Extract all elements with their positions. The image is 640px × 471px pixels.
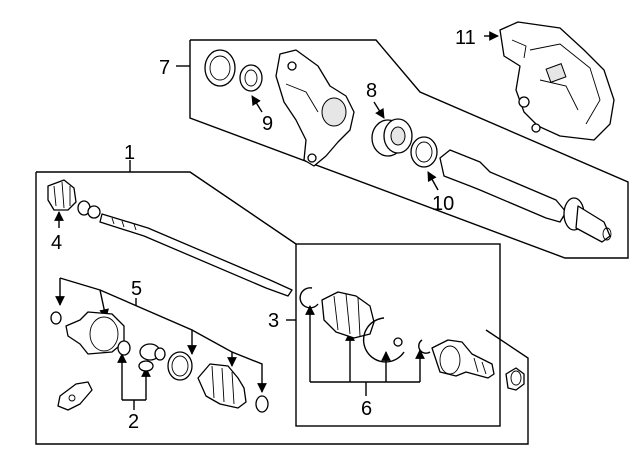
long-shaft-part <box>99 213 293 297</box>
intermediate-shaft-part <box>439 149 612 243</box>
outer-cv-joint-part <box>431 339 495 379</box>
group-1-outline <box>35 160 529 445</box>
outer-boot-part <box>321 291 375 339</box>
boot-band-part <box>362 317 405 363</box>
callout-3: 3 <box>268 310 279 332</box>
outer-joint-group <box>299 287 495 379</box>
intermediate-shaft-group <box>204 49 612 243</box>
dust-seal-part <box>239 64 263 92</box>
callout-6: 6 <box>361 398 372 420</box>
damper-weight-part <box>57 381 93 411</box>
snap-ring-part <box>410 136 438 168</box>
group-7-outline <box>176 39 629 259</box>
boot-clamp-small-part <box>77 200 101 219</box>
callout-7: 7 <box>159 57 170 79</box>
heat-shield-part <box>499 21 615 141</box>
halfshaft-group <box>47 179 293 413</box>
callout-labels: 1 2 3 4 5 6 7 8 9 10 11 <box>51 27 476 433</box>
inner-boot-part <box>197 363 247 409</box>
outer-joint-housing-part <box>65 311 125 355</box>
circlip-part <box>418 339 431 354</box>
dust-boot-part <box>47 179 77 211</box>
boot-clamp-end-part <box>255 395 269 413</box>
large-seal-part <box>204 49 236 87</box>
support-bearing-part <box>371 118 413 157</box>
boot-clamp-large-part <box>167 351 193 381</box>
callout-10: 10 <box>432 193 454 215</box>
callout-8: 8 <box>366 80 377 102</box>
callout-11: 11 <box>455 27 476 49</box>
callout-2: 2 <box>128 411 139 433</box>
callout-9: 9 <box>262 113 273 135</box>
tripod-joint-part <box>138 343 166 372</box>
snap-ring-group3-part <box>299 287 319 309</box>
bearing-bracket-part <box>275 49 355 167</box>
dust-cap-part <box>505 367 525 391</box>
callout-5: 5 <box>131 278 142 300</box>
retaining-ring-part <box>117 340 131 356</box>
leader-lines <box>54 31 499 410</box>
snap-ring-small-part <box>50 311 62 325</box>
group-3-outline <box>286 243 501 427</box>
callout-4: 4 <box>51 232 62 254</box>
callout-1: 1 <box>124 142 135 164</box>
